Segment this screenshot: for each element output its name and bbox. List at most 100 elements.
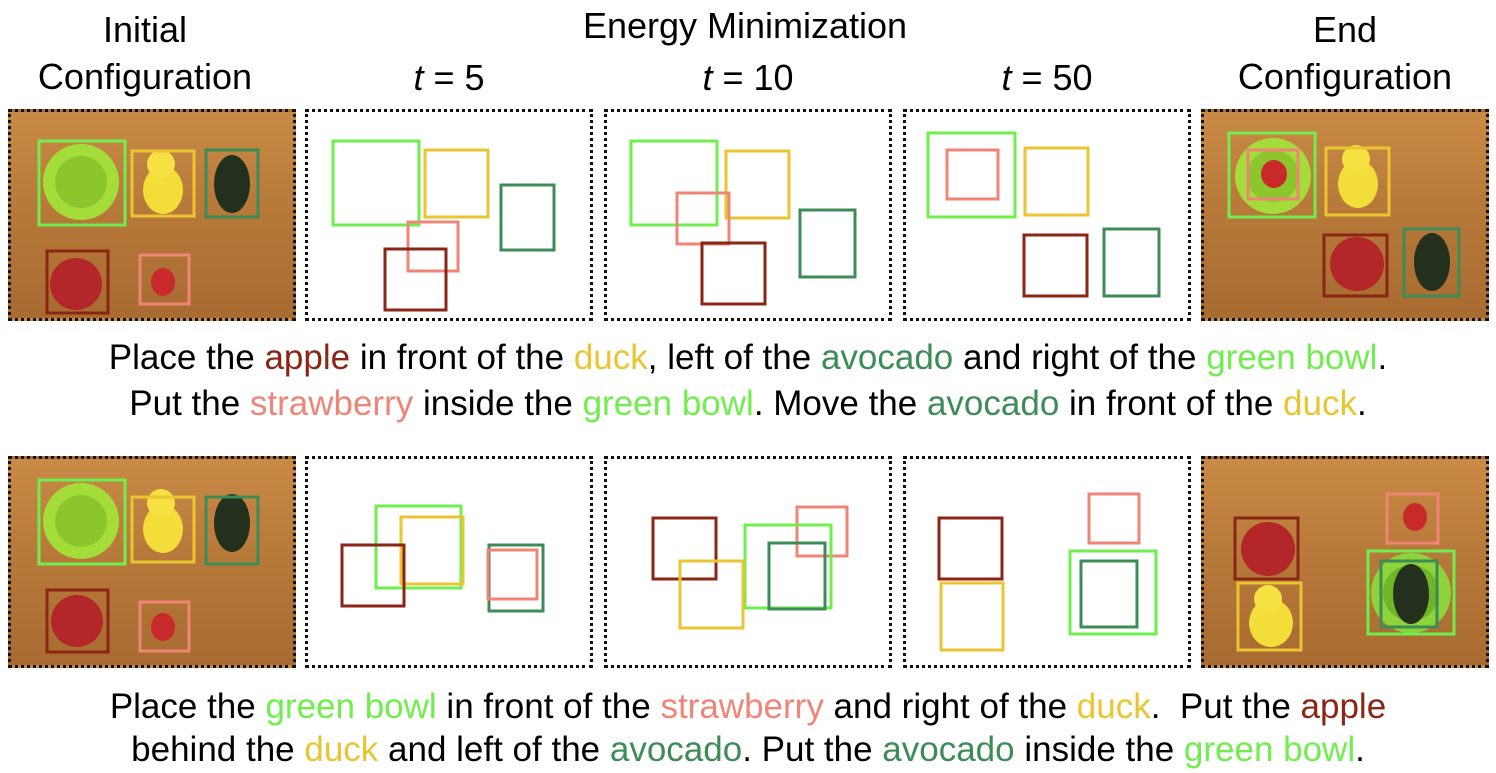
end-configuration-header: End Configuration [1200,6,1490,100]
row1-step-t5 [305,109,593,321]
bbox-duck [939,581,1005,652]
bbox-avocado [798,208,857,279]
object-word-apple: apple [264,338,351,377]
bbox-avocado [204,148,260,219]
bbox-duck [130,495,196,564]
bbox-avocado [1379,559,1439,629]
caption-text: Place the [108,338,265,377]
bbox-duck [423,148,490,219]
caption-text: behind the [131,730,305,769]
row2-instruction-line-2: behind the duck and left of the avocado.… [0,726,1496,773]
bbox-strawberry [138,600,191,653]
object-word-duck: duck [1283,384,1357,423]
caption-text: in front of the [436,687,661,726]
bbox-green-bowl [1366,549,1456,636]
strawberry-object [1403,503,1427,531]
caption-text: . Put the [1150,687,1301,726]
bbox-avocado [204,495,260,566]
bbox-strawberry [406,220,460,273]
apple-object [1241,522,1295,576]
apple-object [50,258,102,310]
caption-text: in front of the [1059,384,1284,423]
object-word-avocado: avocado [609,730,743,769]
bbox-apple [1233,516,1300,581]
object-word-strawberry: strawberry [249,384,414,423]
initial-configuration-header: Initial Configuration [0,6,290,100]
caption-text: inside the [1014,730,1184,769]
bbox-avocado [1079,559,1139,629]
bbox-strawberry [675,191,731,246]
caption-text: . [1377,338,1388,377]
bbox-strawberry [945,148,1000,201]
object-word-strawberry: strawberry [660,687,824,726]
end-header-line-1: End [1312,9,1378,50]
bbox-green-bowl [37,478,127,566]
bbox-green-bowl [1227,131,1317,219]
avocado-object [1393,564,1429,624]
bbox-apple [700,241,767,306]
bbox-green-bowl [1068,549,1158,636]
step-label-t5: t = 5 [413,57,485,98]
bbox-apple [45,249,110,315]
caption-text: and right of the [823,687,1077,726]
caption-text: . Move the [753,384,927,423]
bbox-duck [1324,146,1391,217]
caption-text: , left of the [647,338,821,377]
object-word-green-bowl: green bowl [1206,338,1378,377]
bbox-green-bowl [374,504,463,590]
caption-text: and left of the [378,730,610,769]
bbox-duck [678,559,745,630]
object-word-green-bowl: green bowl [265,687,437,726]
caption-text: in front of the [350,338,574,377]
row2-end-photo [1201,456,1489,668]
bbox-apple [45,588,110,654]
caption-text: Place the [109,687,266,726]
bbox-duck [1236,581,1303,652]
bbox-duck [1023,146,1090,217]
duck-object [1249,599,1293,647]
strawberry-object [1261,160,1287,188]
strawberry-object [151,268,175,296]
bbox-duck [724,149,791,220]
bbox-apple [383,247,448,312]
object-word-avocado: avocado [820,338,954,377]
bbox-duck [130,149,196,218]
bbox-avocado [1102,227,1161,298]
row1-instruction-line-2: Put the strawberry inside the green bowl… [0,380,1496,427]
step-label-t10: t = 10 [702,57,794,98]
caption-text: inside the [413,384,583,423]
step-label-t50: t = 50 [1001,57,1093,98]
bbox-avocado [487,543,545,613]
object-word-green-bowl: green bowl [1183,730,1356,769]
bbox-avocado [1402,227,1461,298]
row2-initial-photo [8,456,296,668]
bbox-strawberry [138,253,191,306]
duck-object [143,166,183,214]
row1-instruction-line-1: Place the apple in front of the duck, le… [0,334,1496,381]
caption-text: . [1356,384,1367,423]
bbox-avocado [499,183,556,252]
row2-instruction-line-1: Place the green bowl in front of the str… [0,683,1496,730]
bbox-green-bowl [37,139,127,227]
bbox-green-bowl [926,131,1017,219]
avocado-object [214,155,250,213]
avocado-object [1414,233,1450,291]
bbox-apple [651,516,718,581]
object-word-duck: duck [573,338,648,377]
row1-step-t50 [903,109,1191,321]
bbox-apple [340,543,406,608]
bbox-apple [937,516,1004,581]
bbox-green-bowl [629,139,719,227]
duck-object [1338,160,1378,208]
end-header-line-2: Configuration [1237,56,1453,97]
row1-initial-photo [8,109,296,321]
strawberry-object [151,613,175,641]
energy-minimization-header: Energy Minimization [582,5,908,46]
object-word-green-bowl: green bowl [582,384,754,423]
row2-step-t5 [305,456,593,668]
initial-header-line-2: Configuration [37,56,253,97]
bbox-strawberry [1246,148,1300,201]
caption-text: Put the [129,384,250,423]
object-word-apple: apple [1300,687,1387,726]
row1-end-photo [1201,109,1489,321]
